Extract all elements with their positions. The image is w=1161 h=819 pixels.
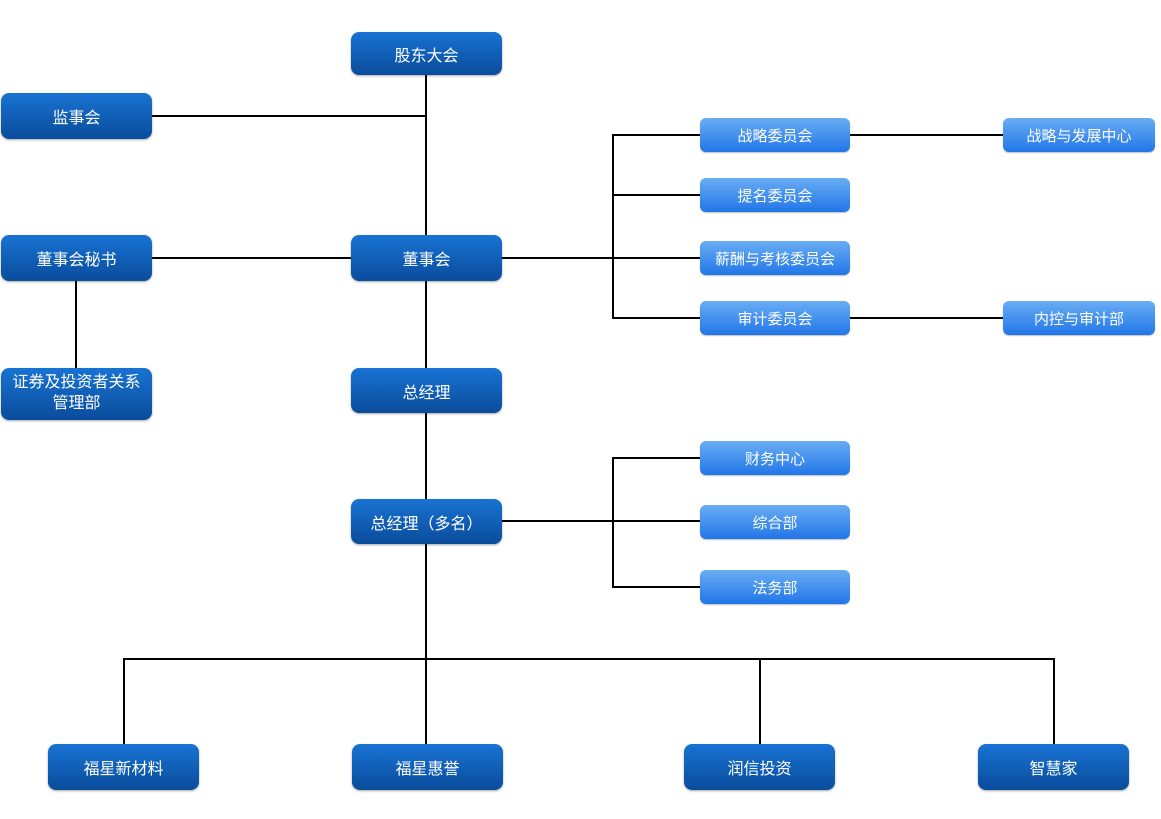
connector-drop-fuxing-new-materials [123, 658, 125, 744]
connector-stub-remuneration-committee [612, 257, 700, 259]
connector-secretary-to-securities [75, 281, 77, 368]
node-fuxing-new-materials[interactable]: 福星新材料 [48, 744, 199, 790]
node-strategy-development-center[interactable]: 战略与发展中心 [1003, 118, 1155, 152]
node-board-secretary[interactable]: 董事会秘书 [1, 235, 152, 281]
node-board-of-directors[interactable]: 董事会 [351, 235, 502, 281]
node-shareholders-meeting[interactable]: 股东大会 [351, 32, 502, 75]
node-audit-committee[interactable]: 审计委员会 [700, 301, 850, 335]
connector-stub-audit-committee [612, 317, 700, 319]
node-nomination-committee[interactable]: 提名委员会 [700, 178, 850, 212]
node-supervisory-board[interactable]: 监事会 [1, 93, 152, 139]
connector-drop-runxin-investment [759, 658, 761, 744]
node-general-manager[interactable]: 总经理 [351, 368, 502, 413]
connector-audit-to-internal-audit [850, 317, 1003, 319]
connector-gms-to-dept-trunk [501, 520, 614, 522]
node-general-managers-multiple[interactable]: 总经理（多名） [351, 499, 502, 544]
connector-stub-nomination-committee [612, 194, 700, 196]
node-runxin-investment[interactable]: 润信投资 [684, 744, 835, 790]
node-strategy-committee[interactable]: 战略委员会 [700, 118, 850, 152]
node-remuneration-assessment-committee[interactable]: 薪酬与考核委员会 [700, 241, 850, 275]
node-finance-center[interactable]: 财务中心 [700, 441, 850, 475]
connector-board-to-committee-trunk [501, 257, 614, 259]
node-internal-control-audit-dept[interactable]: 内控与审计部 [1003, 301, 1155, 335]
connector-stub-general-affairs [612, 520, 700, 522]
node-zhihuijia[interactable]: 智慧家 [978, 744, 1129, 790]
node-securities-investor-relations-dept[interactable]: 证券及投资者关系管理部 [1, 368, 152, 420]
node-fuxing-huiyu[interactable]: 福星惠誉 [352, 744, 503, 790]
connector-gm-to-gms [425, 413, 427, 499]
connector-gms-to-subsidiary-bus [425, 544, 427, 744]
connector-stub-finance-center [612, 457, 700, 459]
connector-drop-zhihuijia [1053, 658, 1055, 744]
node-legal-dept[interactable]: 法务部 [700, 570, 850, 604]
connector-supervisory-board [152, 115, 427, 117]
connector-dept-trunk [612, 457, 614, 588]
connector-subsidiary-bus [123, 658, 1055, 660]
connector-stub-legal-dept [612, 586, 700, 588]
connector-stub-strategy-committee [612, 134, 700, 136]
connector-board-secretary [152, 257, 351, 259]
connector-shareholders-to-board [425, 75, 427, 235]
connector-committee-trunk [612, 134, 614, 319]
node-general-affairs-dept[interactable]: 综合部 [700, 505, 850, 539]
connector-board-to-gm [425, 281, 427, 368]
connector-strategy-to-center [850, 134, 1003, 136]
